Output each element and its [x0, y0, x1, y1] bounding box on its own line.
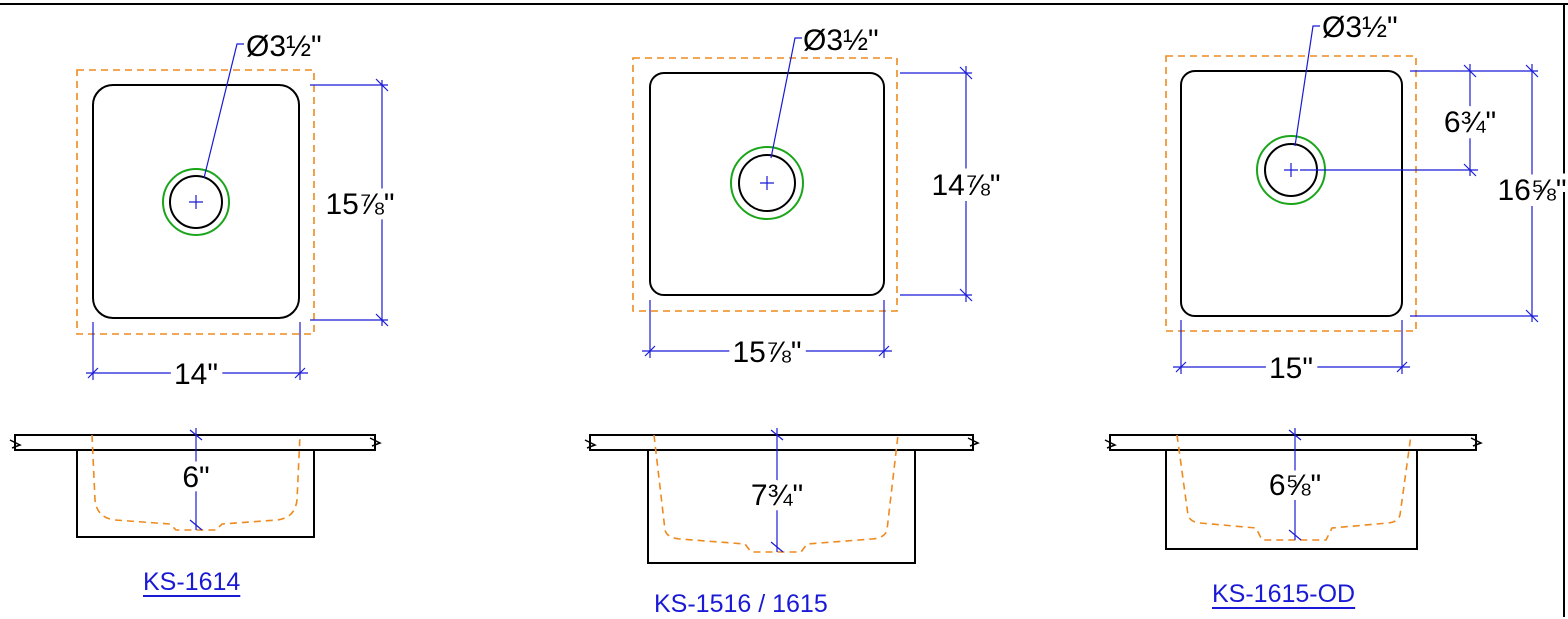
model-1-width: 14": [174, 358, 218, 391]
model-2-drain-diameter: Ø3½": [803, 24, 879, 57]
model-2-length: 14⅞": [931, 169, 1000, 202]
model-1-depth: 6": [182, 461, 209, 494]
model-2-cabinet-box: [647, 450, 916, 564]
model-2-drain-center-mark: [760, 176, 774, 190]
model-1-length: 15⅞": [325, 188, 394, 221]
model-1-cabinet-box: [76, 450, 315, 538]
model-1-drain-ring: [162, 168, 230, 236]
model-3-length: 16⅝": [1497, 174, 1566, 207]
model-1-drain-center-mark: [189, 195, 203, 209]
model-3-sink-bowl: [1180, 70, 1403, 317]
model-1-cutout-outline: [76, 69, 315, 335]
model-3-width: 15": [1269, 352, 1313, 385]
model-1-plan-view: Ø3½" 15⅞" 14": [76, 30, 400, 397]
model-1-drain-leader: [203, 43, 244, 179]
model-2-label[interactable]: KS-1516 / 1615: [654, 590, 828, 618]
model-3-section-view: 6⅝": [1104, 428, 1483, 550]
model-2-section-view: 7¾": [584, 428, 980, 564]
model-1-sink-bowl: [92, 84, 300, 319]
model-3-cabinet-box: [1165, 450, 1418, 550]
model-1-drain: [169, 175, 223, 229]
model-2-plan-view: Ø3½" 14⅞" 15⅞": [632, 24, 1007, 375]
model-3-drain-center-mark: [1284, 163, 1298, 177]
model-3-drain-diameter: Ø3½": [1322, 11, 1398, 44]
model-3-plan-view: Ø3½" 6¾" 16⅝" 15": [1165, 11, 1568, 391]
model-3-bowl-section: [1176, 434, 1412, 541]
model-2-drain-ring: [730, 146, 804, 220]
model-2-drain-leader: [770, 37, 802, 159]
model-1-label[interactable]: KS-1614: [143, 568, 241, 596]
model-2-countertop: [589, 434, 974, 451]
model-2-width: 15⅞": [732, 336, 801, 369]
model-2-sink-bowl: [649, 72, 885, 296]
model-2-bowl-section: [653, 434, 899, 553]
model-3-countertop: [1109, 434, 1477, 451]
model-3-cutout-outline: [1165, 55, 1417, 332]
model-2-drain: [738, 154, 796, 212]
model-3-drain-offset: 6¾": [1444, 106, 1496, 139]
model-3-label[interactable]: KS-1615-OD: [1212, 580, 1356, 608]
model-3-depth: 6⅝": [1269, 469, 1321, 502]
model-2-depth: 7¾": [751, 479, 803, 512]
model-1-drain-diameter: Ø3½": [246, 30, 322, 63]
model-1-bowl-section: [91, 434, 301, 531]
model-2-cutout-outline: [632, 57, 898, 312]
model-1-section-view: 6": [9, 428, 382, 538]
model-3-drain-leader: [1294, 25, 1320, 147]
model-1-countertop: [14, 434, 376, 451]
